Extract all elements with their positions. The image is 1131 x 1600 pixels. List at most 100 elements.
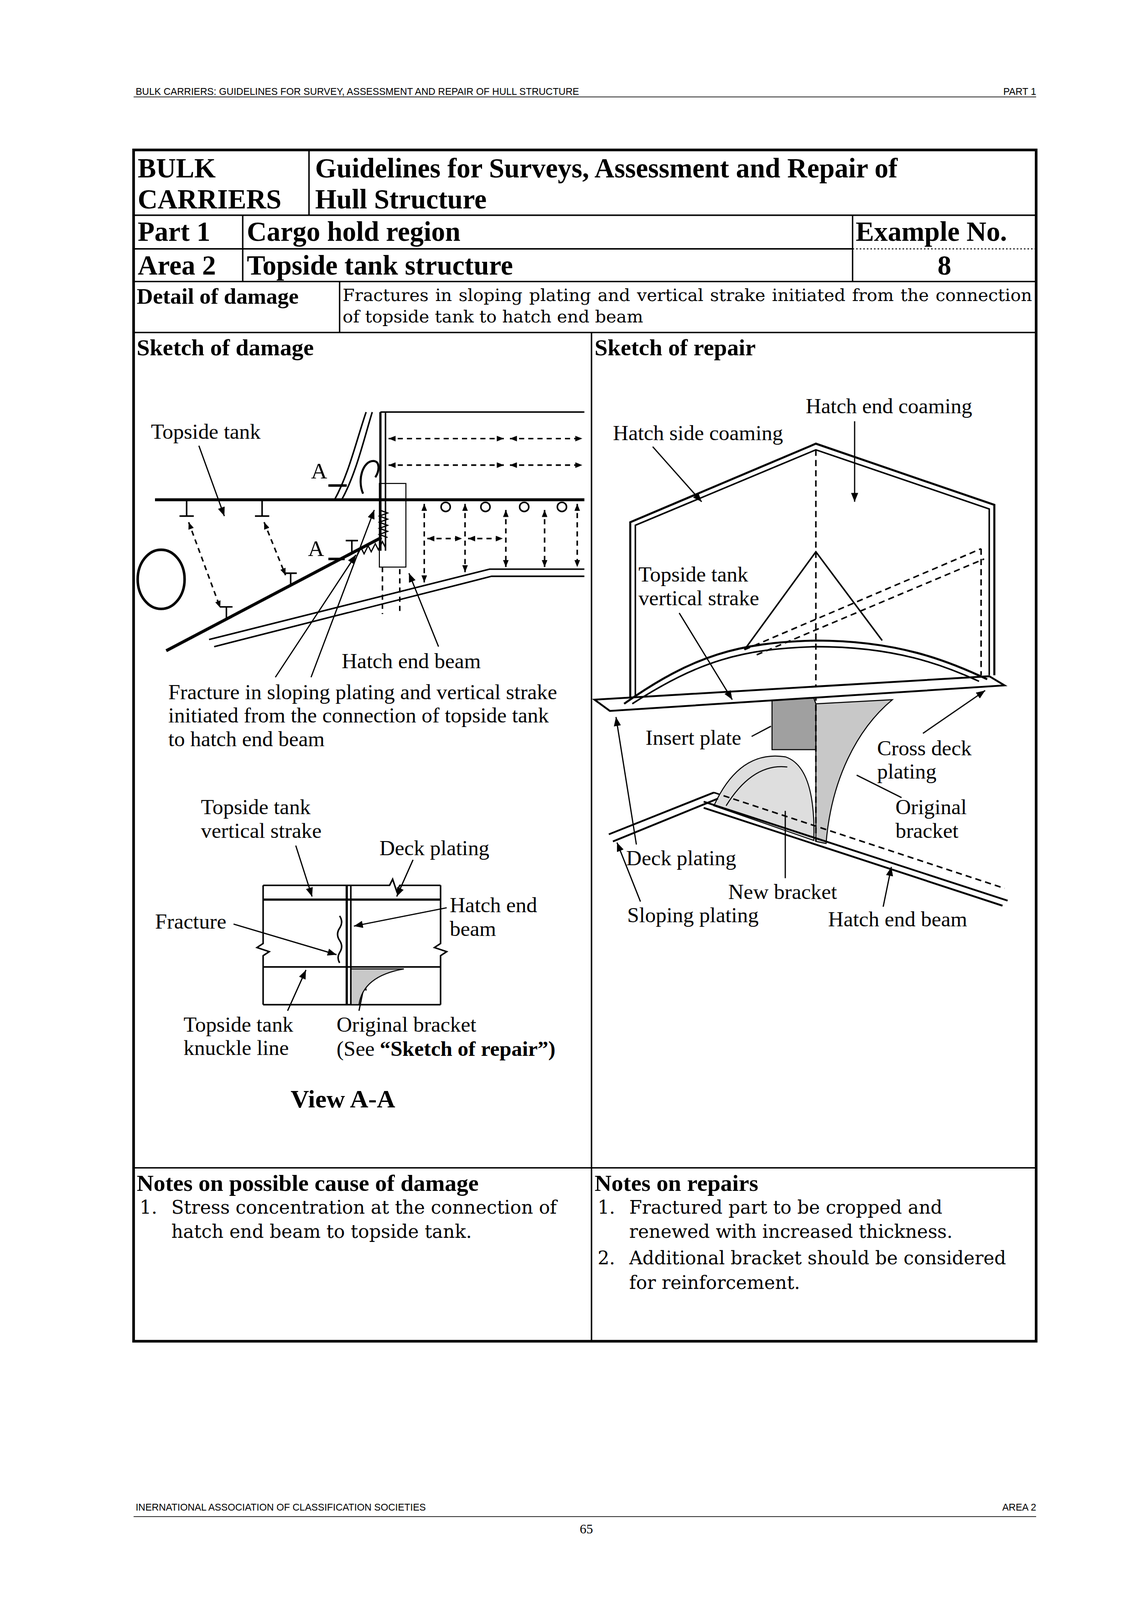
- section-view: [257, 885, 270, 1005]
- table-grid: [133, 150, 1037, 1342]
- leader-line: [295, 845, 313, 897]
- part-label: New bracket: [728, 880, 838, 904]
- part-label: Deck plating: [626, 846, 737, 871]
- part-label: Hatch end beam: [449, 893, 547, 941]
- damage-sketch: [509, 464, 583, 466]
- damage-sketch: [480, 502, 490, 512]
- cell-text: 1.: [139, 1195, 169, 1220]
- cell-heading: Sketch of damage: [136, 334, 586, 361]
- damage-sketch: [505, 509, 507, 567]
- cell-heading: Guidelines for Surveys, Assessment and R…: [315, 152, 948, 215]
- damage-sketch: [188, 438, 583, 608]
- running-header: PART 1: [1003, 86, 1037, 98]
- page-number: 65: [579, 1521, 593, 1536]
- table-grid: [308, 150, 310, 216]
- area-cell: Area 2: [133, 249, 243, 285]
- damage-sketch: [423, 503, 426, 583]
- table-grid: [851, 215, 854, 282]
- repair-sketch: [744, 548, 981, 650]
- leader-line: [652, 446, 702, 502]
- repair-sketch: [594, 443, 1008, 906]
- cell-text: Stress concentration at the connection o…: [171, 1195, 580, 1245]
- damage-sketch: [328, 557, 345, 561]
- section-view: [350, 885, 352, 1005]
- cell-text: Additional bracket should be considered …: [629, 1245, 1012, 1295]
- part-label: Topside tank knuckle line: [183, 1012, 322, 1060]
- part-name-cell: Cargo hold region: [242, 215, 853, 251]
- title-cell: Guidelines for Surveys, Assessment and R…: [309, 150, 1037, 218]
- repair-sketch: [594, 676, 1005, 711]
- repair-sketch: [814, 449, 817, 842]
- part-label: Hatch end coaming: [805, 394, 973, 419]
- damage-sketch: [137, 549, 185, 609]
- part-label: Deck plating: [379, 836, 490, 861]
- section-view: [345, 885, 348, 1005]
- repair-notes-cell: Notes on repairs1.Fractured part to be c…: [591, 1167, 1037, 1342]
- damage-sketch: [519, 502, 529, 512]
- cell-text: 8: [852, 249, 1037, 281]
- damage-sketch: [379, 509, 388, 538]
- section-view: [434, 885, 447, 1005]
- damage-sketch: [399, 569, 401, 614]
- cell-text: 1.: [597, 1195, 627, 1220]
- leader-line: [751, 726, 771, 737]
- part-label: Original bracket: [895, 795, 990, 843]
- damage-sketch: [179, 499, 194, 517]
- cell-heading: Topside tank structure: [246, 249, 849, 281]
- leader-line: [353, 907, 447, 926]
- part-label: Insert plate: [645, 726, 742, 750]
- damage-sketch: [166, 537, 382, 651]
- detail-text-cell: Fractures in sloping plating and vertica…: [339, 281, 1037, 333]
- damage-sketch: [464, 503, 466, 573]
- running-header: BULK CARRIERS: GUIDELINES FOR SURVEY, AS…: [135, 86, 579, 98]
- area-name-cell: Topside tank structure: [242, 249, 853, 285]
- table-grid: [242, 215, 244, 282]
- cell-heading: Notes on possible cause of damage: [136, 1169, 586, 1197]
- damage-sketch: [188, 522, 221, 608]
- section-view: [337, 915, 342, 963]
- part-label: Hatch side coaming: [612, 421, 784, 446]
- part-label: Topside tank vertical strake: [638, 562, 792, 610]
- page-rule: [133, 1516, 1037, 1518]
- part-label: Topside tank vertical strake: [201, 795, 354, 843]
- section-view: [350, 968, 404, 1005]
- damage-sketch: [264, 522, 286, 576]
- part-label: Cross deck plating: [876, 736, 990, 784]
- damage-sketch: [345, 540, 358, 553]
- damage-sketch: [388, 464, 504, 466]
- cell-heading: Area 2: [137, 249, 240, 281]
- repair-sketch: [744, 551, 882, 650]
- part-label: Fracture: [155, 909, 227, 934]
- damage-sketch: [328, 484, 347, 488]
- damage-sketch: [254, 499, 270, 517]
- cell-heading: Part 1: [137, 216, 240, 248]
- cell-text: Fractured part to be cropped and renewed…: [629, 1195, 1012, 1245]
- section-view: [263, 898, 441, 901]
- part-label: Hatch end beam: [828, 907, 968, 932]
- repair-sketch: [608, 792, 718, 842]
- cell-heading: Sketch of repair: [594, 334, 1034, 361]
- section-view: [263, 965, 441, 968]
- part-cell: Part 1: [133, 215, 243, 251]
- repair-sketch: [713, 449, 1005, 889]
- section-marker: A: [307, 536, 325, 561]
- damage-sketch: [284, 573, 297, 586]
- damage-sketch: [557, 502, 567, 512]
- table-grid: [133, 248, 853, 250]
- damage-sketch: [427, 537, 462, 540]
- running-footer: INERNATIONAL ASSOCIATION OF CLASSIFICATI…: [135, 1502, 426, 1513]
- damage-sketch: [576, 503, 578, 568]
- detail-heading-cell: Detail of damage: [133, 281, 340, 333]
- running-footer: AREA 2: [1002, 1502, 1037, 1513]
- section-view: [263, 879, 441, 892]
- damage-sketch: [360, 461, 379, 494]
- damage-sketch: [381, 566, 384, 614]
- damage-sketch: [543, 509, 545, 567]
- repair-sketch: [630, 443, 995, 704]
- damage-sketch: [382, 566, 400, 614]
- table-grid: [133, 280, 1037, 283]
- damage-sketch: [220, 607, 233, 620]
- table-grid: [133, 1167, 1037, 1169]
- cross-reference: “Sketch of repair”): [379, 1037, 556, 1061]
